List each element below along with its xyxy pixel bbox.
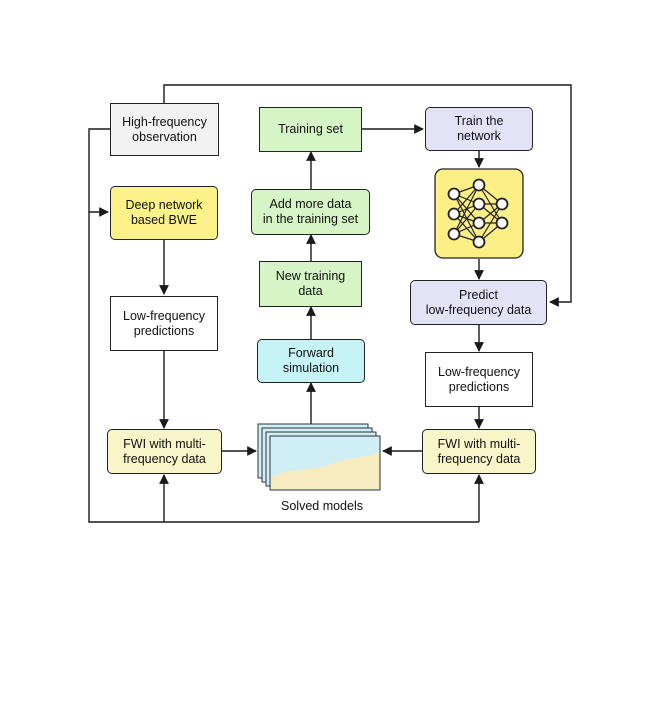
low-frequency-predictions-left-label: Low-frequency predictions	[123, 308, 205, 338]
train-network-label: Train the network	[454, 114, 504, 143]
forward-simulation-label: Forward simulation	[282, 346, 340, 375]
new-training-data-label: New training data	[275, 269, 346, 298]
add-more-data-label: Add more data in the training set	[262, 197, 359, 226]
forward-simulation-box: Forward simulation	[257, 339, 365, 383]
predict-low-frequency-box: Predict low-frequency data	[410, 280, 547, 325]
solved-models-label: Solved models	[281, 499, 363, 513]
fwi-left-box: FWI with multi- frequency data	[107, 429, 222, 474]
low-frequency-predictions-right-box: Low-frequency predictions	[425, 352, 533, 407]
fwi-right-box: FWI with multi- frequency data	[422, 429, 536, 474]
training-set-label: Training set	[278, 122, 343, 136]
low-frequency-predictions-right-label: Low-frequency predictions	[438, 364, 520, 394]
train-network-box: Train the network	[425, 107, 533, 151]
high-frequency-observation-label: High-frequency observation	[122, 114, 207, 144]
fwi-left-label: FWI with multi- frequency data	[123, 436, 206, 466]
deep-network-bwe-box: Deep network based BWE	[110, 186, 218, 240]
training-set-box: Training set	[259, 107, 362, 152]
arrow-observation-to-bwe	[88, 128, 110, 217]
stacked-models-icon	[257, 423, 381, 491]
predict-low-frequency-label: Predict low-frequency data	[425, 287, 532, 317]
bottom-bus-line	[88, 212, 479, 523]
new-training-data-box: New training data	[259, 261, 362, 307]
arrow-observation-to-predict	[163, 84, 572, 307]
add-more-data-box: Add more data in the training set	[251, 189, 370, 235]
deep-network-bwe-label: Deep network based BWE	[125, 198, 203, 227]
low-frequency-predictions-left-box: Low-frequency predictions	[110, 296, 218, 351]
neural-network-icon	[434, 168, 524, 259]
fwi-right-label: FWI with multi- frequency data	[437, 436, 521, 466]
high-frequency-observation-box: High-frequency observation	[110, 103, 219, 156]
